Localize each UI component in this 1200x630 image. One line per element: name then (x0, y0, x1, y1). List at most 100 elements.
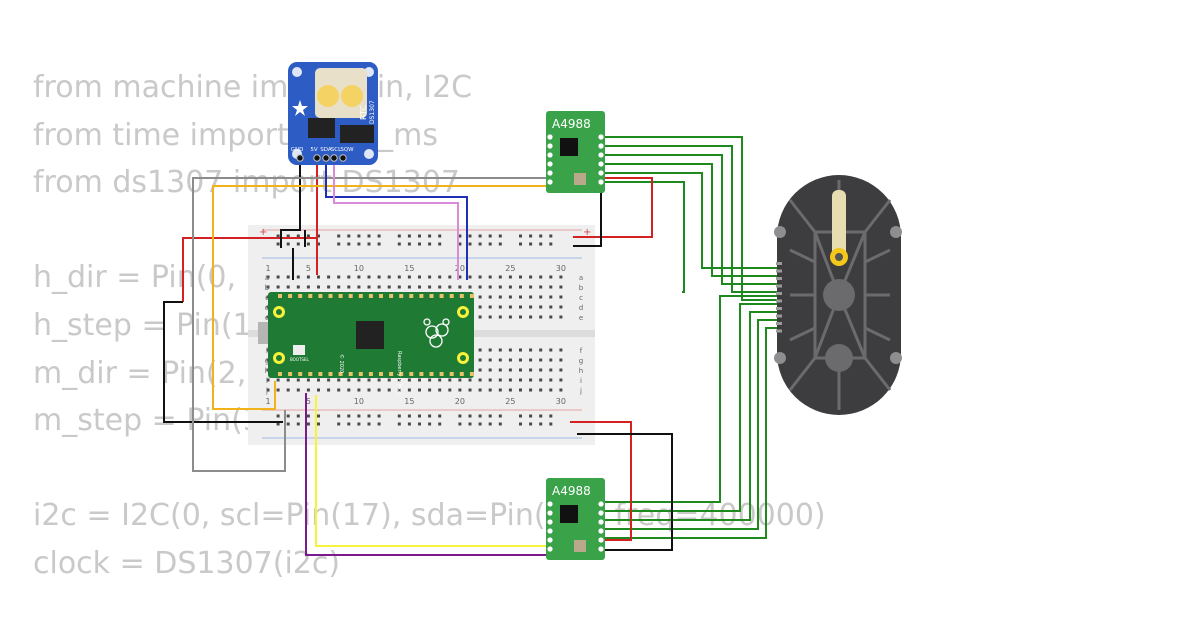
breadboard-hole (508, 275, 512, 279)
raspberry-logo-icon (423, 318, 450, 348)
breadboard-hole (498, 358, 502, 362)
driver-pin (598, 537, 604, 543)
breadboard-hole (296, 275, 300, 279)
breadboard-hole (559, 285, 563, 289)
row-letter: b (579, 284, 584, 292)
row-letter: e (579, 314, 583, 322)
breadboard-hole (367, 285, 371, 289)
breadboard-hole (306, 388, 310, 392)
adafruit-star-icon (292, 100, 308, 116)
breadboard-hole (559, 305, 563, 309)
breadboard-hole (539, 285, 543, 289)
breadboard-hole (549, 368, 553, 372)
breadboard-hole (407, 242, 411, 246)
clock-pin (776, 262, 782, 265)
breadboard-hole (377, 414, 381, 418)
breadboard-hole (478, 242, 482, 246)
breadboard-hole (347, 414, 351, 418)
breadboard-hole (418, 378, 421, 382)
breadboard-hole (306, 242, 310, 246)
breadboard-hole (286, 275, 290, 279)
pico-pin (308, 372, 313, 376)
breadboard-hole (357, 275, 361, 279)
breadboard-hole (478, 295, 482, 299)
breadboard-hole (418, 275, 421, 279)
breadboard-hole (529, 422, 533, 426)
column-number: 5 (306, 264, 311, 273)
breadboard-hole (559, 295, 563, 299)
breadboard-hole (478, 275, 482, 279)
breadboard-hole (337, 378, 341, 382)
breadboard-hole (539, 315, 543, 319)
breadboard-hole (458, 388, 462, 392)
breadboard-hole (407, 234, 411, 238)
breadboard-hole (367, 388, 371, 392)
column-number: 25 (505, 397, 515, 406)
row-letter: i (266, 377, 268, 385)
breadboard-hole (498, 348, 502, 352)
breadboard-hole (438, 414, 442, 418)
rtc-chip-label: DS1307 (369, 100, 376, 124)
breadboard-hole (498, 378, 502, 382)
breadboard-hole (508, 378, 512, 382)
breadboard-hole (286, 388, 290, 392)
pico-pin (358, 294, 363, 298)
breadboard-hole (519, 388, 522, 392)
row-letter: j (579, 387, 582, 395)
breadboard-hole (458, 242, 462, 246)
breadboard-hole (549, 275, 553, 279)
row-letter: j (265, 387, 268, 395)
row-letter: e (265, 314, 269, 322)
wire-green (603, 145, 782, 293)
wire-green (603, 163, 782, 277)
rtc-pin-label: SCL (331, 147, 342, 153)
rtc-pin (296, 154, 304, 162)
breadboard-hole (478, 378, 482, 382)
column-number: 10 (354, 397, 364, 406)
breadboard-hole (498, 368, 502, 372)
breadboard-hole (519, 358, 522, 362)
wire-green (603, 181, 685, 293)
wire-black (280, 160, 301, 248)
breadboard-hole (498, 388, 502, 392)
breadboard-hole (286, 285, 290, 289)
breadboard-hole (539, 234, 543, 238)
breadboard-hole (529, 315, 533, 319)
breadboard-hole (519, 305, 522, 309)
pico-pin (358, 372, 363, 376)
breadboard-hole (418, 388, 421, 392)
driver-pin (547, 179, 553, 185)
breadboard-hole (529, 348, 533, 352)
breadboard-hole (478, 414, 482, 418)
breadboard-hole (276, 378, 280, 382)
pico-pin (379, 294, 383, 298)
clock-face (774, 175, 902, 415)
breadboard-hole (357, 242, 361, 246)
breadboard-hole (458, 414, 462, 418)
breadboard-hole (428, 275, 432, 279)
breadboard-hole (276, 242, 280, 246)
breadboard-hole (519, 242, 522, 246)
breadboard-hole (397, 414, 401, 418)
breadboard-hole (387, 275, 391, 279)
breadboard-hole (549, 348, 553, 352)
breadboard-hole (529, 242, 533, 246)
breadboard-hole (488, 414, 492, 418)
pico-year: © 2020 (338, 354, 345, 373)
breadboard-hole (468, 378, 472, 382)
driver-pin (547, 519, 553, 525)
wire-yellow (315, 395, 548, 547)
breadboard-hole (438, 242, 442, 246)
breadboard-hole (407, 275, 411, 279)
breadboard-hole (549, 358, 553, 362)
breadboard-hole (498, 414, 502, 418)
pico-pin (318, 372, 323, 376)
rtc-pin-label: SQW (340, 147, 354, 153)
breadboard-hole (286, 378, 290, 382)
wire-black (577, 433, 673, 551)
breadboard-hole (539, 358, 543, 362)
breadboard-hole (276, 285, 280, 289)
breadboard-hole (448, 378, 452, 382)
